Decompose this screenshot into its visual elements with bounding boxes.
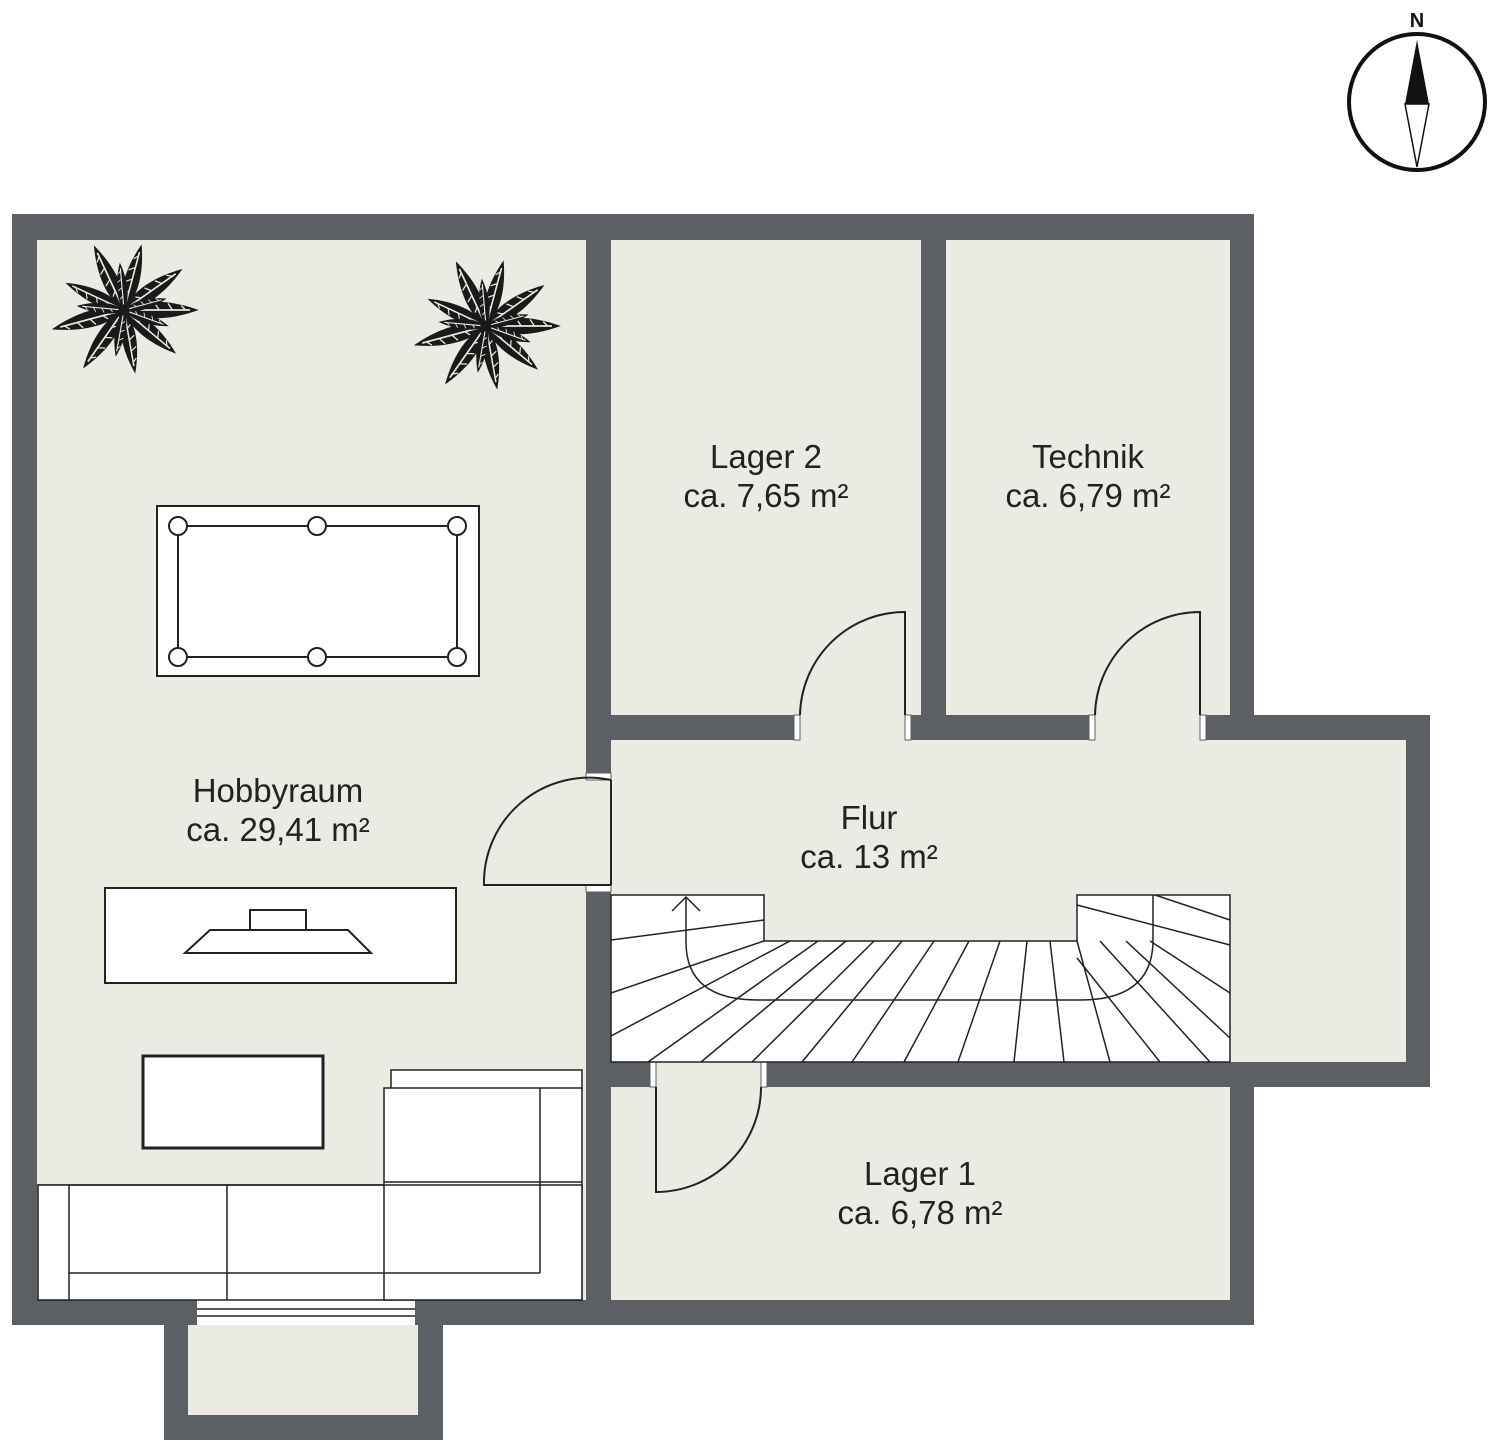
door-lager1 [655,1086,762,1194]
floor-lager1 [611,1087,1230,1300]
compass-north-label: N [1410,10,1424,32]
door-lager2 [799,610,906,716]
hobbyraum-area: ca. 29,41 m² [186,811,369,848]
window [197,1300,415,1325]
floors [37,240,1406,1415]
furniture [37,505,583,1301]
compass-icon: N [1347,10,1487,172]
pool-table-icon [156,505,480,677]
coffee-table-icon [141,1054,325,1150]
door-hobbyraum [482,776,612,886]
room-labels: Hobbyraum ca. 29,41 m² Lager 2 ca. 7,65 … [186,438,1170,1231]
openings [197,714,1207,1325]
door-swings [482,610,1201,1194]
door-technik [1094,610,1201,716]
lager1-name: Lager 1 [864,1155,976,1192]
staircase [610,894,1231,1063]
technik-name: Technik [1032,438,1144,475]
hobbyraum-name: Hobbyraum [193,772,364,809]
sofa-icon [37,1069,583,1301]
lager2-area: ca. 7,65 m² [683,477,848,514]
flur-area: ca. 13 m² [800,838,938,875]
lager1-area: ca. 6,78 m² [837,1194,1002,1231]
floor-lager2 [611,240,921,715]
technik-area: ca. 6,79 m² [1005,477,1170,514]
floor-annex [188,1325,418,1415]
lager2-name: Lager 2 [710,438,822,475]
stair-arrow-icon [671,895,701,912]
tv-icon [104,887,457,984]
flur-name: Flur [841,799,898,836]
floor-technik [946,240,1230,715]
